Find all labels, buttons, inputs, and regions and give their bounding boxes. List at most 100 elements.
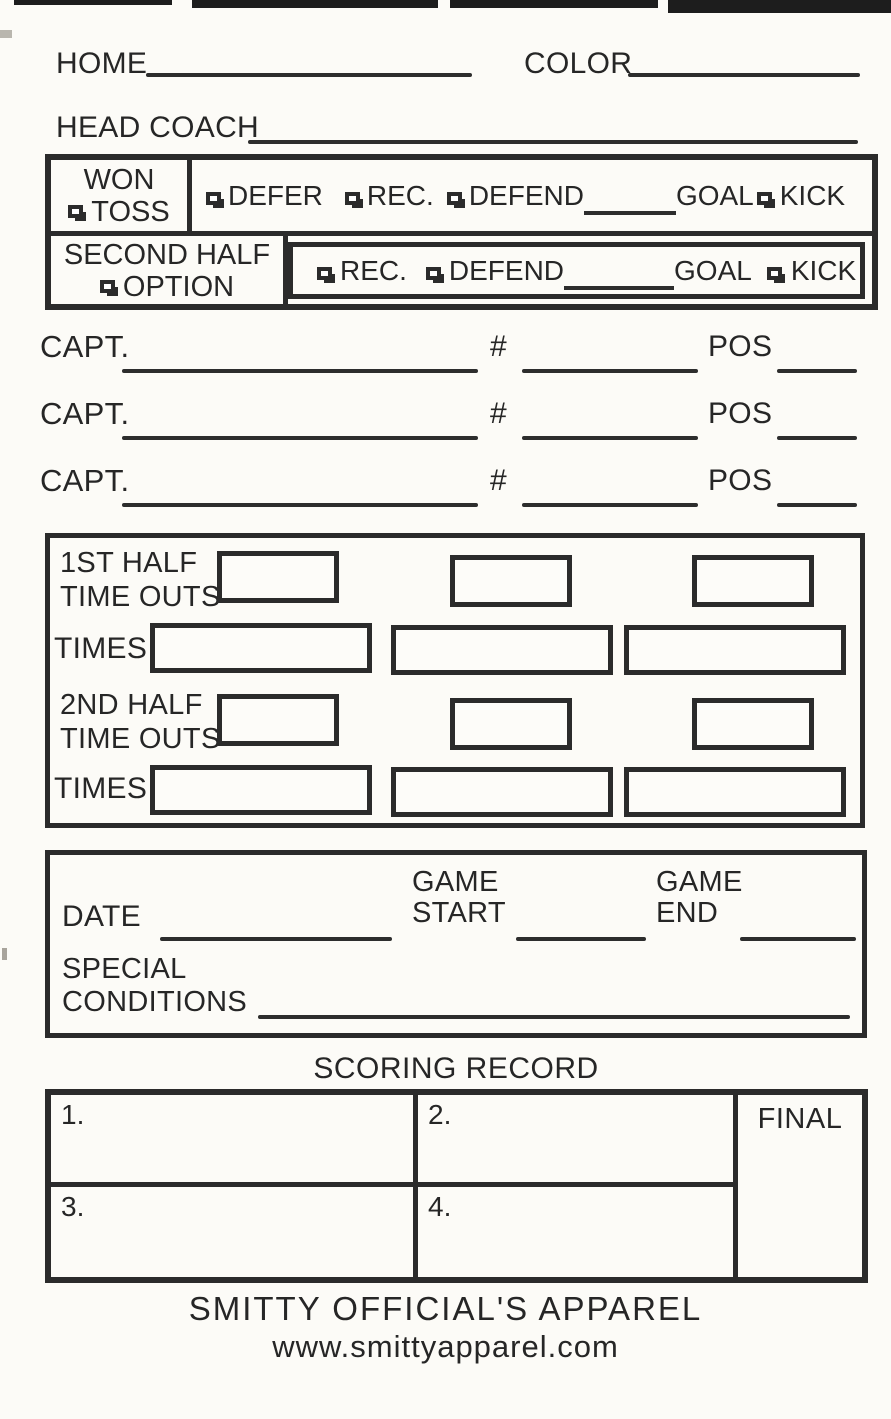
quarter-1-cell[interactable]: 1. — [51, 1095, 418, 1187]
scan-artifact — [450, 0, 658, 8]
won-toss-cell: WON TOSS — [51, 160, 192, 231]
second-half-defend-checkbox[interactable] — [425, 266, 441, 280]
game-end-label: GAME END — [656, 866, 743, 929]
first-half-timeouts-label: 1ST HALF TIME OUTS — [60, 547, 221, 613]
pos-label: POS — [708, 464, 773, 497]
second-half-kick-label: KICK — [790, 254, 857, 286]
pos-label: POS — [708, 330, 773, 363]
first-half-timeout-box-2[interactable] — [450, 555, 572, 607]
special-conditions-field-line[interactable] — [258, 1015, 850, 1019]
coin-toss-box: WON TOSS DEFER REC. DEFEND GOAL KICK — [45, 154, 878, 310]
game-start-field-line[interactable] — [516, 937, 646, 941]
capt-number-line[interactable] — [522, 503, 698, 507]
game-end-field-line[interactable] — [740, 937, 856, 941]
defend-checkbox[interactable] — [446, 191, 462, 205]
home-label: HOME — [56, 47, 148, 80]
won-toss-row: WON TOSS DEFER REC. DEFEND GOAL KICK — [51, 160, 872, 236]
second-half-goal-label: GOAL — [674, 254, 752, 286]
quarter-1-label: 1. — [61, 1099, 85, 1130]
captain-row: CAPT. # POS — [40, 464, 865, 514]
scan-artifact — [192, 0, 438, 8]
second-half-row: SECOND HALF OPTION REC. DEFEND GOAL KICK — [51, 236, 872, 305]
website-url: www.smittyapparel.com — [272, 1329, 619, 1364]
kick-checkbox[interactable] — [756, 191, 772, 205]
capt-name-line[interactable] — [122, 436, 478, 440]
second-half-times-box-2[interactable] — [391, 767, 613, 817]
second-half-timeout-box-3[interactable] — [692, 698, 814, 750]
scan-artifact — [668, 0, 891, 13]
timeouts-box: 1ST HALF TIME OUTS TIMES 2ND HALF TIME O… — [45, 533, 865, 828]
second-half-rec-label: REC. — [340, 254, 407, 286]
second-half-times-box-3[interactable] — [624, 767, 846, 817]
toss-label: TOSS — [91, 195, 170, 228]
special-conditions-label: SPECIAL CONDITIONS — [62, 953, 248, 1018]
rec-checkbox[interactable] — [344, 191, 360, 205]
second-half-kick-checkbox[interactable] — [766, 266, 782, 280]
rec-label: REC. — [366, 179, 434, 211]
first-half-timeout-box-1[interactable] — [217, 551, 339, 603]
second-half-timeouts-label: 2ND HALF TIME OUTS — [60, 689, 221, 755]
second-half-rec-checkbox[interactable] — [317, 266, 332, 280]
capt-label: CAPT. — [40, 463, 130, 498]
final-label: FINAL — [757, 1103, 843, 1135]
capt-name-line[interactable] — [122, 369, 478, 373]
option-label: OPTION — [122, 270, 235, 303]
color-field-line[interactable] — [628, 73, 860, 77]
second-half-label: SECOND HALF — [63, 238, 271, 271]
first-half-timeout-box-3[interactable] — [692, 555, 814, 607]
head-coach-label: HEAD COACH — [56, 111, 260, 144]
date-label: DATE — [62, 900, 141, 933]
goal-label: GOAL — [675, 179, 754, 211]
defend-label: DEFEND — [468, 179, 584, 211]
capt-name-line[interactable] — [122, 503, 478, 507]
final-score-cell[interactable]: FINAL — [738, 1095, 862, 1277]
first-half-times-box-3[interactable] — [624, 625, 846, 675]
pos-label: POS — [708, 397, 773, 430]
captain-row: CAPT. # POS — [40, 397, 865, 447]
capt-pos-line[interactable] — [777, 436, 857, 440]
capt-pos-line[interactable] — [777, 503, 857, 507]
date-field-line[interactable] — [160, 937, 392, 941]
toss-checkbox[interactable] — [68, 205, 84, 218]
capt-pos-line[interactable] — [777, 369, 857, 373]
second-half-timeout-box-1[interactable] — [217, 694, 339, 746]
quarter-4-cell[interactable]: 4. — [418, 1187, 738, 1277]
quarter-2-cell[interactable]: 2. — [418, 1095, 738, 1187]
quarter-2-label: 2. — [428, 1099, 452, 1130]
second-half-goal-field-line[interactable] — [564, 256, 675, 290]
brand-name: SMITTY OFFICIAL'S APPAREL — [188, 1290, 703, 1327]
won-toss-options: DEFER REC. DEFEND GOAL KICK — [192, 160, 872, 231]
game-start-label: GAME START — [412, 866, 506, 929]
second-half-times-label: TIMES — [54, 772, 148, 805]
head-coach-field-line[interactable] — [248, 140, 858, 144]
second-half-times-box-1[interactable] — [150, 765, 372, 815]
number-sign-label: # — [490, 330, 507, 363]
capt-label: CAPT. — [40, 329, 130, 364]
capt-number-line[interactable] — [522, 436, 698, 440]
second-half-option-cell: SECOND HALF OPTION — [51, 236, 288, 305]
number-sign-label: # — [490, 397, 507, 430]
kick-label: KICK — [779, 179, 846, 211]
capt-label: CAPT. — [40, 396, 130, 431]
second-half-timeout-box-2[interactable] — [450, 698, 572, 750]
number-sign-label: # — [490, 464, 507, 497]
first-half-times-box-1[interactable] — [150, 623, 372, 673]
quarter-3-cell[interactable]: 3. — [51, 1187, 418, 1277]
first-half-times-box-2[interactable] — [391, 625, 613, 675]
scan-artifact — [0, 30, 12, 38]
scoring-record-table: 1. 2. FINAL 3. 4. — [45, 1089, 868, 1283]
capt-number-line[interactable] — [522, 369, 698, 373]
scan-artifact — [2, 948, 7, 960]
defend-goal-field-line[interactable] — [583, 181, 676, 215]
second-half-options: REC. DEFEND GOAL KICK — [288, 242, 865, 299]
color-label: COLOR — [524, 47, 633, 80]
quarter-4-label: 4. — [428, 1191, 452, 1222]
home-field-line[interactable] — [146, 73, 472, 77]
captain-row: CAPT. # POS — [40, 330, 865, 380]
option-checkbox[interactable] — [99, 280, 115, 293]
defer-checkbox[interactable] — [206, 191, 221, 205]
defer-label: DEFER — [228, 179, 323, 211]
quarter-3-label: 3. — [61, 1191, 85, 1222]
won-label: WON — [83, 163, 155, 196]
